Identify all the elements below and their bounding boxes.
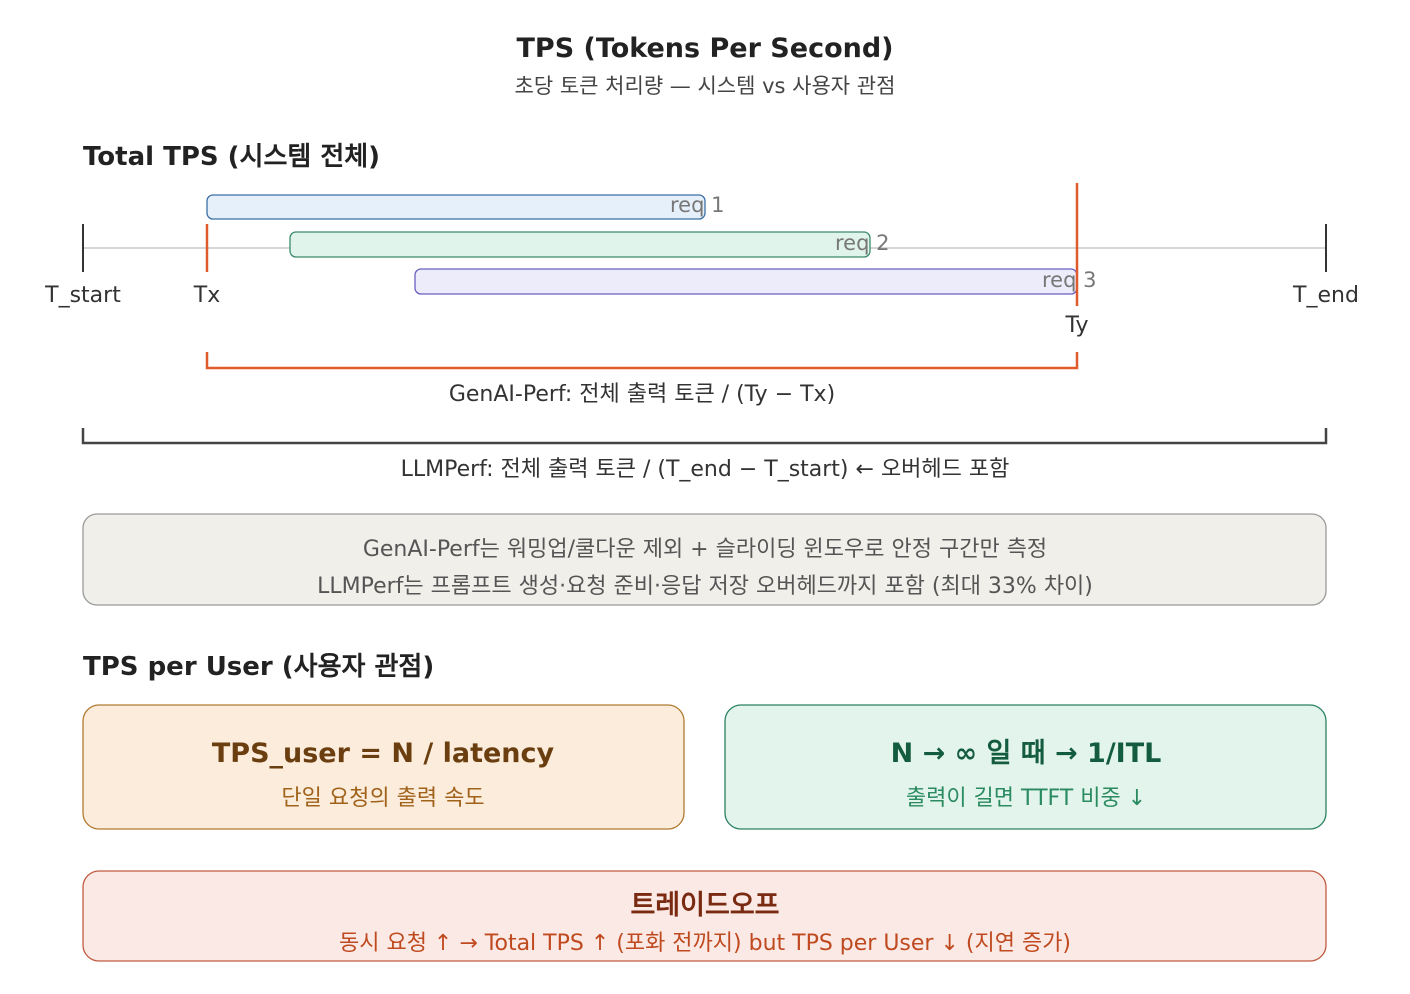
t-end-label: T_end [1292,283,1359,308]
t-start-label: T_start [44,283,121,308]
note-line-1: GenAI-Perf는 워밍업/쿨다운 제외 + 슬라이딩 윈도우로 안정 구간… [363,537,1047,562]
formula-box-title: TPS_user = N / latency [212,738,555,769]
tps-per-user-heading: TPS per User (사용자 관점) [83,652,434,682]
request-bar-3 [414,268,1078,295]
diagram-subtitle: 초당 토큰 처리량 — 시스템 vs 사용자 관점 [515,74,896,98]
note-line-2: LLMPerf는 프롬프트 생성·요청 준비·응답 저장 오버헤드까지 포함 (… [317,574,1093,599]
llmperf-formula: LLMPerf: 전체 출력 토큰 / (T_end − T_start) ← … [401,457,1010,482]
request-label-3: req 3 [1042,268,1096,292]
formula-box-subtitle: 단일 요청의 출력 속도 [281,786,484,811]
genai-bracket [205,352,1079,370]
ty-label: Ty [1064,313,1088,338]
llmperf-bracket [81,428,1328,445]
limit-box-title: N → ∞ 일 때 → 1/ITL [891,738,1162,769]
diagram-title: TPS (Tokens Per Second) [516,33,893,64]
tradeoff-subtitle: 동시 요청 ↑ → Total TPS ↑ (포화 전까지) but TPS p… [339,931,1071,956]
request-bar-1 [206,194,706,220]
tradeoff-box [82,870,1327,962]
request-label-2: req 2 [835,231,889,255]
request-label-1: req 1 [670,193,724,217]
request-bar-2 [289,231,871,258]
genai-formula: GenAI-Perf: 전체 출력 토큰 / (Ty − Tx) [449,382,835,407]
tx-label: Tx [193,283,220,308]
limit-box-subtitle: 출력이 길면 TTFT 비중 ↓ [906,786,1146,811]
note-box [82,513,1327,606]
tradeoff-title: 트레이드오프 [630,890,779,921]
limit-box [724,704,1327,830]
formula-box [82,704,685,830]
total-tps-heading: Total TPS (시스템 전체) [83,142,380,172]
